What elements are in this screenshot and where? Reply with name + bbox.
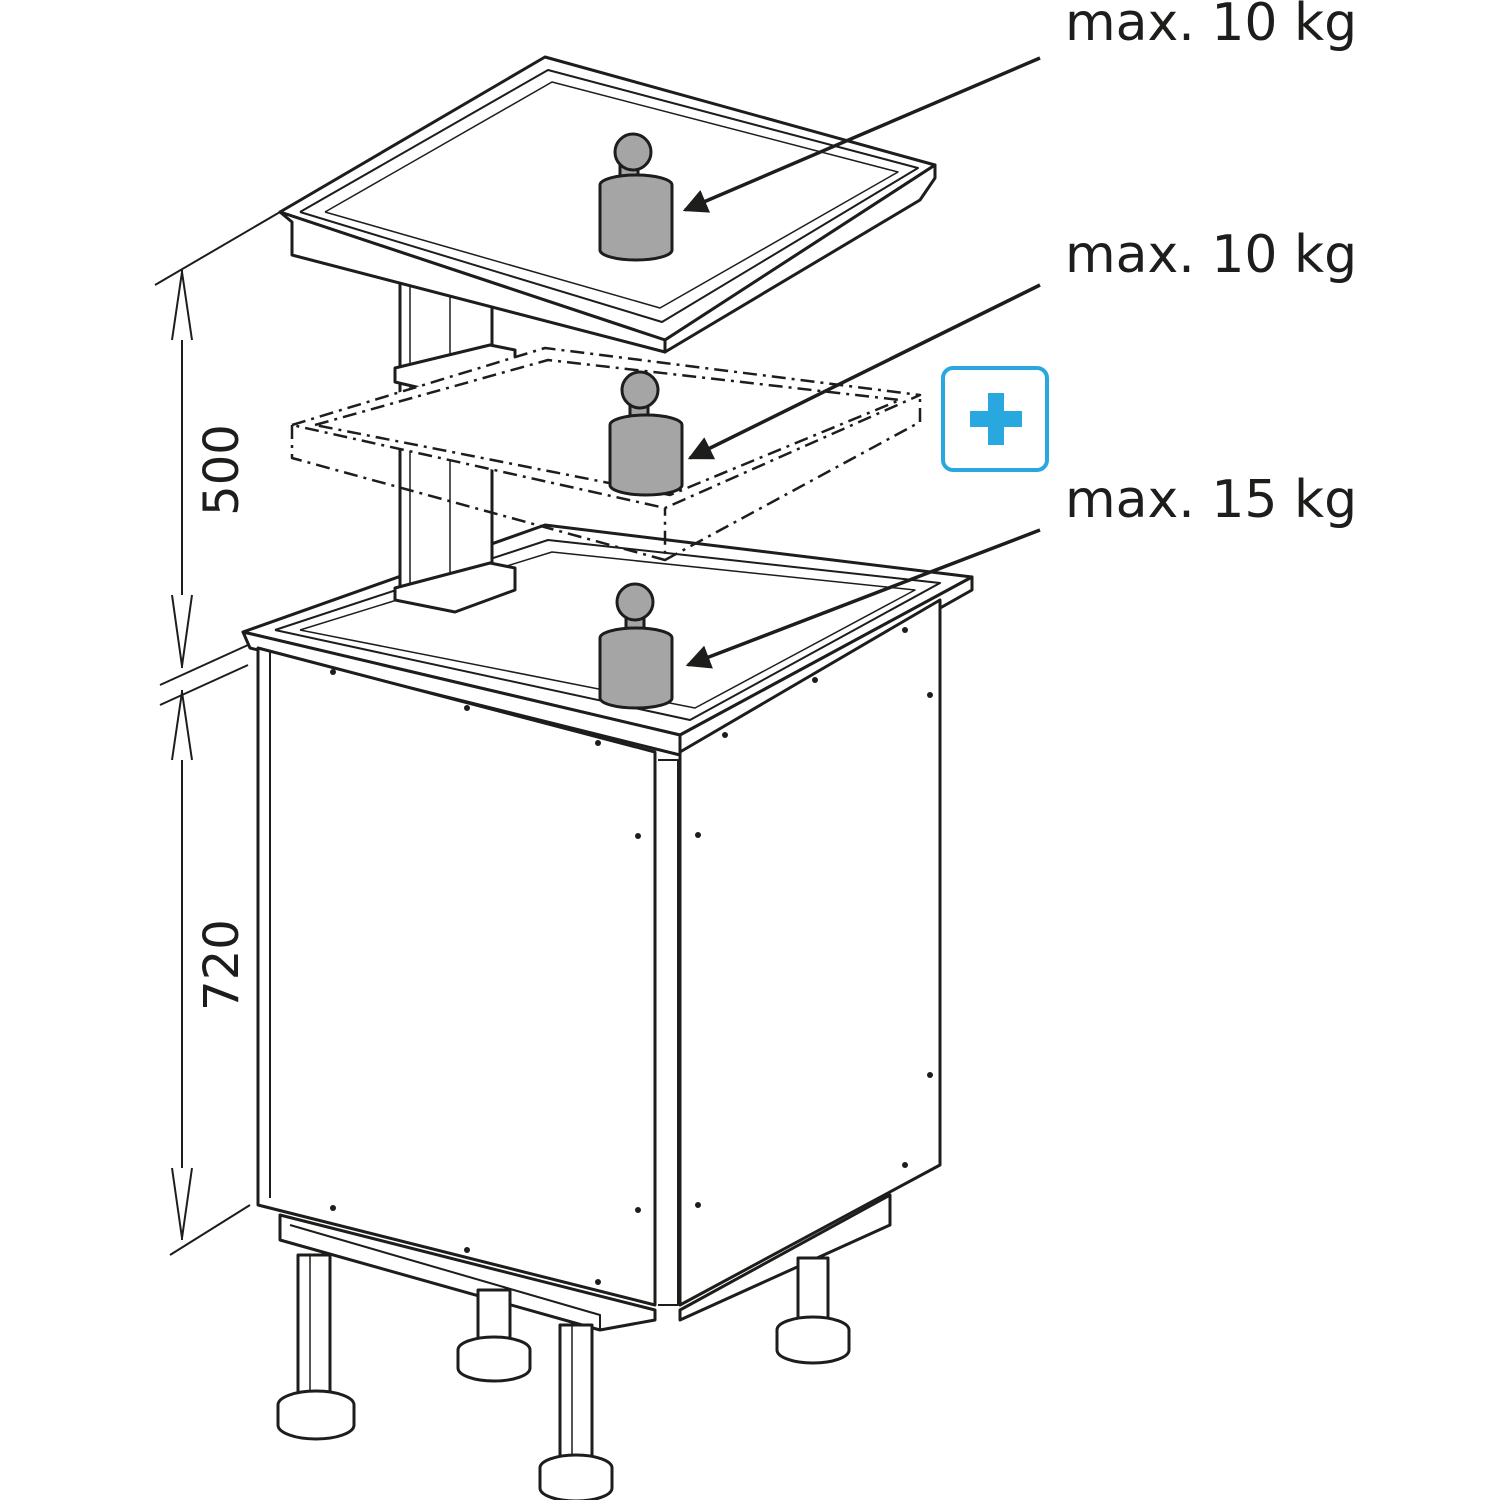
cabinet-legs	[276, 1253, 851, 1503]
weight-bottom	[598, 582, 674, 710]
label-cabinet-top-load: max. 15 kg	[1065, 470, 1357, 530]
dimension-lines	[154, 211, 281, 1256]
load-arrows	[682, 56, 1041, 669]
dimension-cabinet-height: 720	[194, 919, 250, 1011]
label-middle-shelf-load: max. 10 kg	[1065, 225, 1357, 285]
weight-top	[598, 132, 674, 262]
cabinet-body	[241, 523, 974, 1332]
weight-middle	[608, 370, 684, 497]
label-top-shelf-load: max. 10 kg	[1065, 0, 1357, 53]
dimension-upper-height: 500	[194, 424, 250, 516]
plus-icon	[941, 366, 1049, 472]
middle-shelf-optional	[290, 346, 922, 562]
